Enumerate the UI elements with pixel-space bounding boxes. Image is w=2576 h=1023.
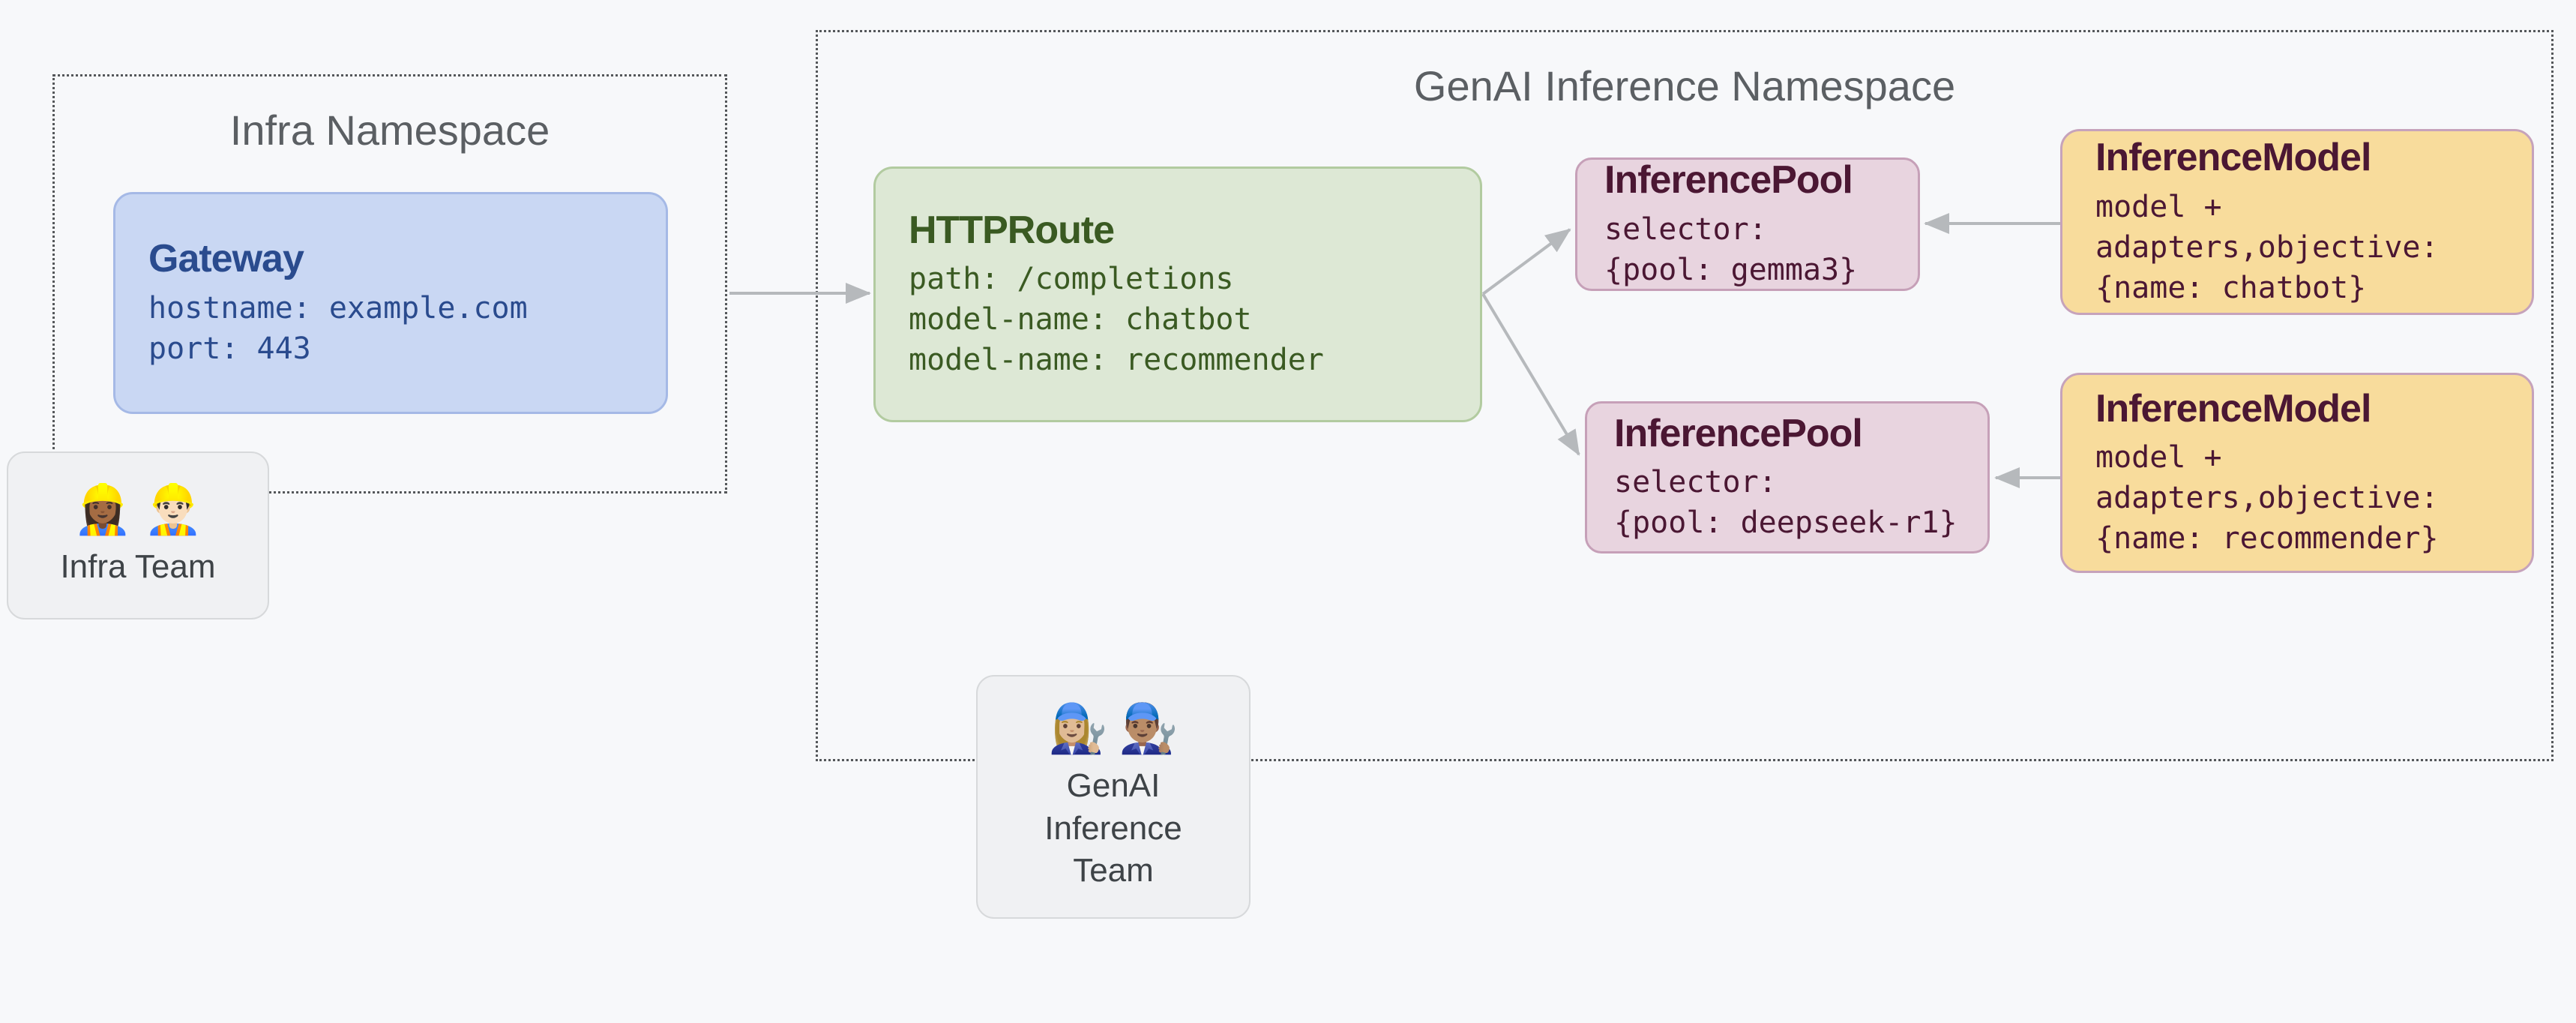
inference-model-2-model-line: model + <box>2095 440 2222 476</box>
inference-pool-1-title: InferencePool <box>1604 158 1853 202</box>
httproute-node: HTTPRoute path: /completions model-name:… <box>873 166 1482 422</box>
infra-namespace-box: Infra Namespace <box>52 74 727 494</box>
genai-inference-team-card: 👩🏼‍🔧 👨🏽‍🔧 GenAI Inference Team <box>976 675 1251 919</box>
infra-namespace-title: Infra Namespace <box>229 106 550 154</box>
inference-model-1-adapters-line: adapters,objective: <box>2095 230 2439 265</box>
inference-model-2-name-line: {name: recommender} <box>2095 521 2439 556</box>
inference-pool-2-title: InferencePool <box>1614 411 1863 455</box>
inference-model-2-adapters-line: adapters,objective: <box>2095 481 2439 516</box>
genai-team-label: GenAI Inference Team <box>1044 767 1182 889</box>
inference-model-1-name-line: {name: chatbot} <box>2095 270 2367 305</box>
httproute-title: HTTPRoute <box>909 208 1115 252</box>
inference-model-1-title: InferenceModel <box>2095 136 2371 180</box>
genai-namespace-title: GenAI Inference Namespace <box>1413 62 1956 110</box>
woman-construction-worker-icon: 👷🏾‍♀️ <box>73 482 133 536</box>
genai-namespace-box: GenAI Inference Namespace <box>816 30 2554 761</box>
genai-team-emojis: 👩🏼‍🔧 👨🏽‍🔧 <box>1048 700 1179 755</box>
inference-pool-2-node: InferencePool selector: {pool: deepseek-… <box>1585 401 1990 554</box>
httproute-model-recommender-line: model-name: recommender <box>909 343 1324 378</box>
inference-pool-1-pool-line: {pool: gemma3} <box>1604 252 1858 287</box>
gateway-hostname-line: hostname: example.com <box>148 290 528 326</box>
infra-team-label: Infra Team <box>60 548 216 586</box>
man-mechanic-icon: 👨🏽‍🔧 <box>1119 700 1179 755</box>
inference-model-2-node: InferenceModel model + adapters,objectiv… <box>2060 373 2534 573</box>
inference-model-1-node: InferenceModel model + adapters,objectiv… <box>2060 129 2534 315</box>
httproute-path-line: path: /completions <box>909 262 1234 297</box>
man-construction-worker-icon: 👷🏻‍♂️ <box>143 482 203 536</box>
inference-pool-1-node: InferencePool selector: {pool: gemma3} <box>1575 158 1920 291</box>
gateway-title: Gateway <box>148 237 304 281</box>
infra-team-emojis: 👷🏾‍♀️ 👷🏻‍♂️ <box>73 482 203 536</box>
inference-model-1-model-line: model + <box>2095 189 2222 224</box>
httproute-model-chatbot-line: model-name: chatbot <box>909 302 1252 338</box>
gateway-port-line: port: 443 <box>148 331 311 366</box>
inference-model-2-title: InferenceModel <box>2095 386 2371 430</box>
inference-pool-2-selector-line: selector: <box>1614 465 1777 500</box>
gateway-node: Gateway hostname: example.com port: 443 <box>113 192 668 414</box>
inference-pool-2-pool-line: {pool: deepseek-r1} <box>1614 506 1957 541</box>
inference-pool-1-selector-line: selector: <box>1604 212 1767 247</box>
woman-mechanic-icon: 👩🏼‍🔧 <box>1048 700 1108 755</box>
infra-team-card: 👷🏾‍♀️ 👷🏻‍♂️ Infra Team <box>7 452 269 620</box>
